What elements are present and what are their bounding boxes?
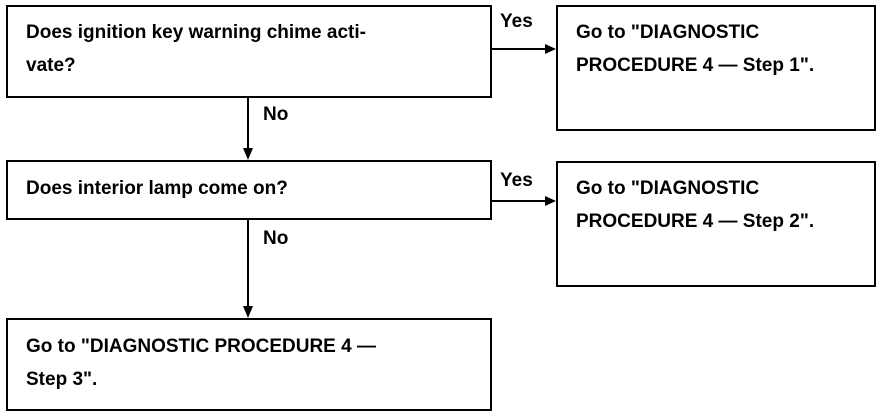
result-box-step-1: Go to "DIAGNOSTIC PROCEDURE 4 — Step 1". <box>556 5 876 131</box>
yes-label-2: Yes <box>500 170 533 191</box>
yes-label-1: Yes <box>500 11 533 32</box>
question-box-1: Does ignition key warning chime acti- va… <box>6 5 492 98</box>
no-label-1: No <box>263 104 289 125</box>
result-box-step-3: Go to "DIAGNOSTIC PROCEDURE 4 — Step 3". <box>6 318 492 411</box>
question-box-2: Does interior lamp come on? <box>6 160 492 220</box>
no-arrowhead-2 <box>243 306 253 318</box>
no-label-2: No <box>263 228 289 249</box>
no-arrowhead-1 <box>243 148 253 160</box>
yes-arrowhead-1 <box>545 44 556 54</box>
yes-arrowhead-2 <box>545 196 556 206</box>
result-box-step-2: Go to "DIAGNOSTIC PROCEDURE 4 — Step 2". <box>556 161 876 287</box>
